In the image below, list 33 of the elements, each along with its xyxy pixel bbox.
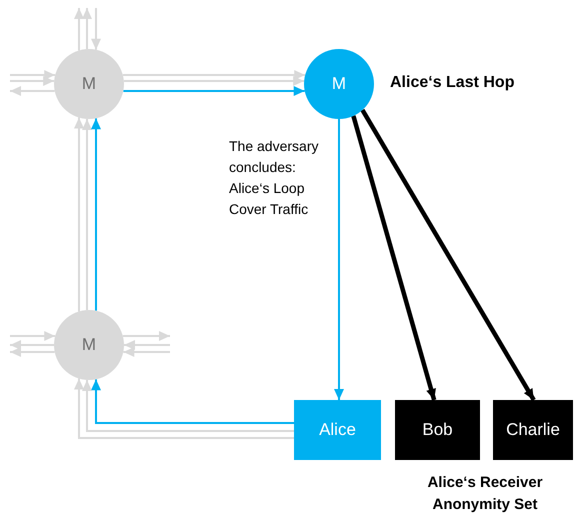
arrow bbox=[122, 70, 306, 80]
arrow bbox=[10, 340, 54, 350]
annotation-text: Alice‘s Receiver Anonymity Set bbox=[426, 473, 544, 515]
arrow bbox=[82, 8, 92, 50]
arrow bbox=[124, 76, 304, 86]
arrow bbox=[10, 86, 55, 96]
arrow bbox=[91, 379, 294, 424]
arrow bbox=[124, 340, 170, 350]
arrow bbox=[91, 8, 101, 50]
mix-node-circle: M bbox=[54, 310, 124, 380]
user-box: Bob bbox=[395, 400, 480, 460]
arrow bbox=[82, 118, 92, 310]
user-box: Alice bbox=[294, 400, 381, 460]
arrow bbox=[74, 378, 294, 439]
arrow bbox=[334, 119, 344, 400]
arrow bbox=[10, 331, 56, 341]
user-box: Charlie bbox=[493, 400, 573, 460]
arrow bbox=[10, 347, 55, 357]
arrow bbox=[74, 8, 84, 50]
mix-node-circle: M bbox=[54, 49, 124, 119]
annotation-text: The adversary concludes: Alice‘s Loop Cover Traffic bbox=[229, 137, 320, 219]
mix-node-circle: M bbox=[304, 49, 374, 119]
arrow bbox=[10, 70, 56, 80]
arrow bbox=[10, 76, 54, 86]
arrow bbox=[123, 86, 305, 96]
arrow bbox=[360, 108, 536, 402]
arrow bbox=[122, 331, 170, 341]
arrow bbox=[74, 118, 84, 312]
arrow bbox=[351, 115, 436, 401]
node-caption: Alice‘s Last Hop bbox=[390, 74, 516, 92]
arrow bbox=[91, 118, 101, 311]
arrow bbox=[82, 380, 294, 432]
arrow bbox=[123, 347, 170, 357]
